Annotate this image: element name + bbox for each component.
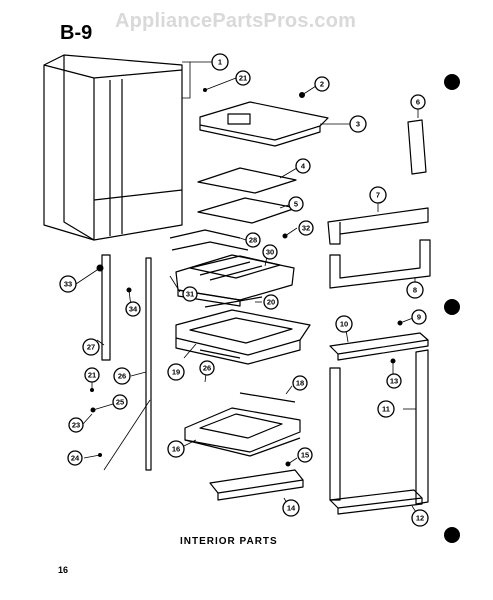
svg-text:21: 21 [239, 74, 247, 83]
svg-text:30: 30 [266, 248, 274, 257]
svg-text:11: 11 [382, 405, 390, 414]
callout-1: 1 [211, 53, 229, 71]
callout-27: 27 [82, 338, 100, 356]
callout-12: 12 [411, 509, 429, 527]
svg-text:16: 16 [172, 445, 180, 454]
svg-text:19: 19 [172, 368, 180, 377]
svg-text:6: 6 [416, 98, 420, 107]
svg-text:9: 9 [417, 313, 421, 322]
callout-28: 28 [245, 232, 261, 248]
cold-control-tubes [169, 229, 249, 251]
trim-strip-6 [407, 119, 427, 175]
callout-16: 16 [167, 440, 185, 458]
svg-text:4: 4 [301, 162, 306, 171]
callout-5: 5 [288, 196, 304, 212]
door-shelf-bottom [329, 489, 423, 515]
svg-text:10: 10 [340, 320, 348, 329]
callout-15: 15 [297, 447, 313, 463]
callout-31: 31 [182, 286, 198, 302]
hardware [90, 88, 403, 467]
callout-8: 8 [406, 281, 424, 299]
callout-10: 10 [335, 315, 353, 333]
svg-text:28: 28 [249, 236, 257, 245]
svg-text:5: 5 [294, 200, 298, 209]
svg-text:14: 14 [287, 504, 296, 513]
watermark: AppliancePartsPros.com [115, 10, 357, 32]
svg-text:7: 7 [376, 191, 380, 200]
svg-text:15: 15 [301, 451, 309, 460]
svg-text:32: 32 [302, 224, 310, 233]
cover-panel-4 [197, 167, 297, 194]
svg-text:26: 26 [203, 364, 211, 373]
callout-24: 24 [67, 450, 83, 466]
control-housing [175, 254, 295, 307]
svg-text:1: 1 [218, 58, 222, 67]
page-number: 16 [58, 565, 69, 575]
glass-panel-5 [197, 197, 297, 224]
callout-14: 14 [282, 499, 300, 517]
svg-text:31: 31 [186, 290, 194, 299]
door-side-rails [329, 349, 429, 505]
svg-text:26: 26 [118, 372, 126, 381]
callout-32: 32 [298, 220, 314, 236]
pan-edge-18 [239, 392, 296, 403]
callout-6: 6 [410, 94, 426, 110]
svg-text:12: 12 [416, 514, 424, 523]
callout-21-left: 21 [84, 367, 100, 383]
svg-text:24: 24 [71, 454, 80, 463]
svg-text:13: 13 [390, 377, 398, 386]
callout-3: 3 [349, 115, 367, 133]
svg-text:20: 20 [267, 298, 275, 307]
cabinet-shell [43, 54, 183, 241]
callout-4: 4 [295, 158, 311, 174]
vertical-trim-27 [101, 254, 111, 361]
door-shelf-lower [329, 239, 431, 289]
binder-hole-bottom [444, 527, 460, 543]
binder-hole-top [444, 74, 460, 90]
crisper-frame [175, 309, 311, 365]
crisper-pan [184, 407, 301, 457]
diagram-caption: INTERIOR PARTS [180, 536, 278, 547]
binder-hole-middle [444, 299, 460, 315]
svg-text:3: 3 [356, 120, 360, 129]
callout-34: 34 [125, 301, 141, 317]
door-rail-10 [329, 332, 429, 361]
svg-text:25: 25 [116, 398, 124, 407]
callout-25: 25 [112, 394, 128, 410]
svg-text:33: 33 [64, 280, 72, 289]
callout-18: 18 [292, 375, 308, 391]
vertical-tube-26 [145, 257, 152, 471]
svg-text:8: 8 [413, 286, 417, 295]
callout-7: 7 [369, 186, 387, 204]
section-code: B-9 [60, 22, 93, 44]
callout-21-top: 21 [235, 70, 251, 86]
svg-text:2: 2 [320, 80, 324, 89]
callout-23: 23 [68, 417, 84, 433]
callout-20: 20 [263, 294, 279, 310]
svg-text:21: 21 [88, 371, 96, 380]
svg-text:27: 27 [87, 343, 95, 352]
freezer-shelf [199, 101, 329, 147]
callout-30: 30 [262, 244, 278, 260]
callout-13: 13 [386, 373, 402, 389]
door-shelf-upper [327, 207, 429, 245]
bottom-grille [209, 469, 304, 501]
svg-text:18: 18 [296, 379, 304, 388]
callout-2: 2 [314, 76, 330, 92]
callout-26-tube: 26 [113, 367, 131, 385]
callout-11: 11 [377, 400, 395, 418]
callout-9: 9 [411, 309, 427, 325]
svg-text:34: 34 [129, 305, 138, 314]
callout-33: 33 [59, 275, 77, 293]
callout-26-pan: 26 [199, 360, 215, 376]
callout-19: 19 [167, 363, 185, 381]
svg-text:23: 23 [72, 421, 80, 430]
shelf-rod-20 [204, 296, 263, 308]
